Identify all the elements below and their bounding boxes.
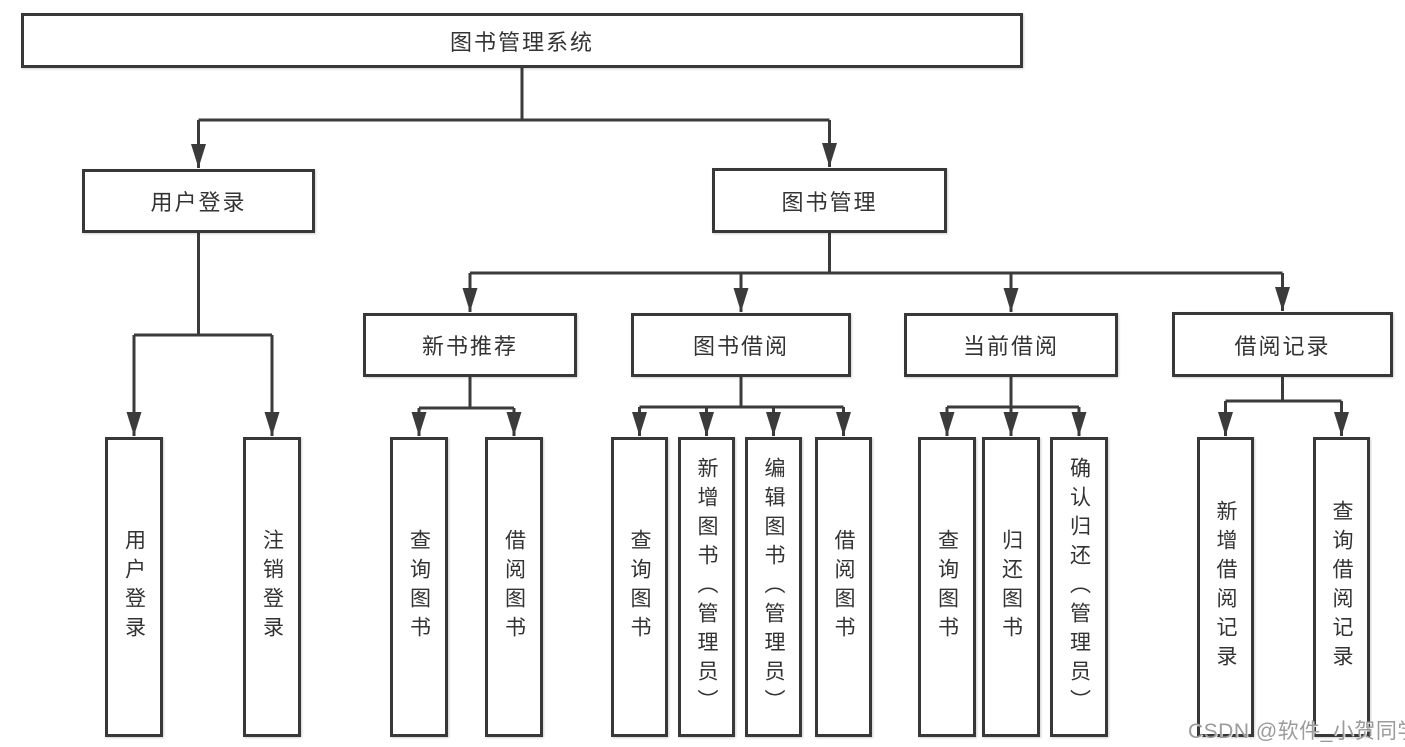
leaf-recommend-query-book: 查询图书 [390,437,448,737]
leaf-borrow-borrow-book: 借阅图书 [815,437,872,737]
node-root: 图书管理系统 [21,13,1023,68]
node-user-login: 用户登录 [82,169,315,233]
node-new-book-recommend: 新书推荐 [363,313,577,377]
node-book-management: 图书管理 [712,168,947,233]
node-current-borrow: 当前借阅 [904,313,1118,377]
leaf-current-return-book: 归还图书 [982,437,1040,737]
leaf-borrow-add-book-admin: 新增图书（管理员） [678,437,735,737]
leaf-borrow-query-book: 查询图书 [611,437,668,737]
leaf-recommend-borrow-book: 借阅图书 [485,437,543,737]
leaf-current-confirm-return-admin: 确认归还（管理员） [1050,437,1108,737]
leaf-logout: 注销登录 [243,437,301,737]
node-book-borrow: 图书借阅 [631,313,851,377]
leaf-borrow-edit-book-admin: 编辑图书（管理员） [745,437,802,737]
leaf-records-query-record: 查询借阅记录 [1313,437,1370,737]
watermark: CSDN @软件_小贺同学 [1188,720,1405,743]
leaf-records-add-record: 新增借阅记录 [1197,437,1254,737]
node-borrow-records: 借阅记录 [1172,312,1393,377]
leaf-current-query-book: 查询图书 [918,437,976,737]
leaf-user-login: 用户登录 [105,437,163,737]
